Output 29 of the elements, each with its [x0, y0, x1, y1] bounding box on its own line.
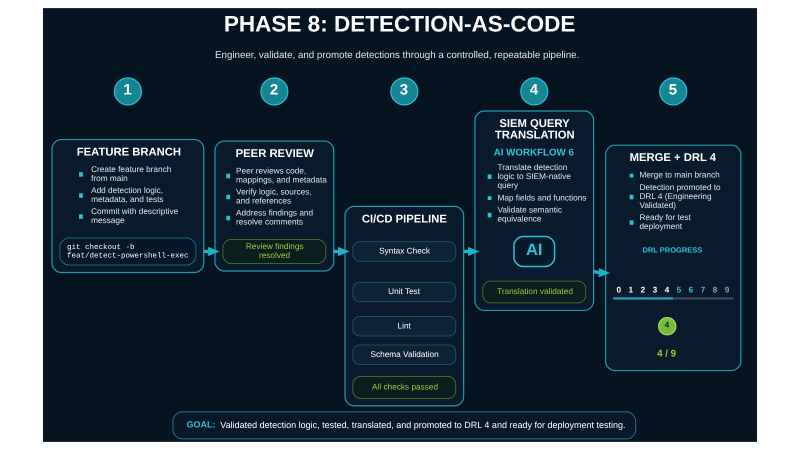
node-box: Syntax Check: [352, 241, 456, 262]
node-box: Lint: [352, 316, 456, 336]
label: 2: [640, 286, 646, 295]
node-box: Translation validated: [482, 280, 586, 304]
node-circle: 4: [520, 77, 548, 106]
node-box: GOAL: Validated detection logic, tested, translated, and promoted to DRL 4 and ready for deployment testing.: [172, 411, 636, 440]
label: 4: [664, 286, 670, 295]
node-circle: 3: [390, 77, 418, 106]
label: 0: [616, 286, 622, 295]
label: 3: [652, 286, 658, 295]
node-circle: 1: [114, 77, 142, 106]
label: DRL PROGRESS: [642, 246, 702, 255]
label: 8: [712, 286, 718, 295]
label: 9: [724, 286, 730, 295]
label: 6: [688, 286, 694, 295]
node-box: All checks passed: [352, 376, 456, 399]
label: Engineer, validate, and promote detections through a controlled, repeatable pipeline.: [215, 50, 580, 61]
node-box: AI: [513, 236, 556, 268]
node-circle: 5: [659, 77, 688, 106]
node-circle: 4: [658, 317, 676, 336]
node-box: Review findings resolved: [222, 239, 326, 264]
node-box: Schema Validation: [352, 344, 456, 365]
label: 1: [628, 286, 634, 295]
label: 4 / 9: [657, 348, 676, 360]
label: 5: [676, 286, 682, 295]
node-box: Unit Test: [352, 282, 456, 302]
node-circle: 2: [260, 77, 288, 106]
label: 7: [700, 286, 706, 295]
diagram-title: PHASE 8: DETECTION-AS-CODE: [224, 11, 576, 36]
